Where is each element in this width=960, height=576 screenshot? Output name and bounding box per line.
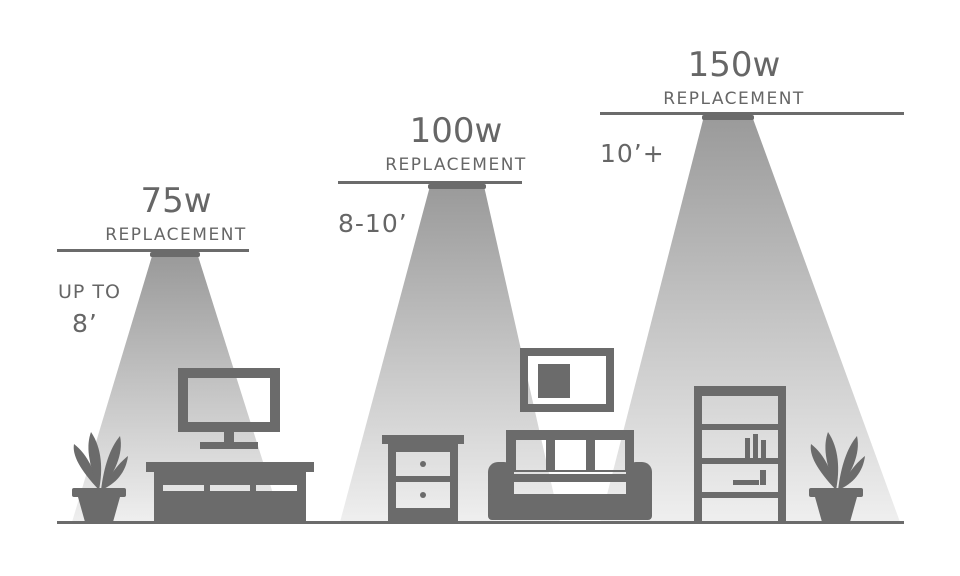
light-fixture-75w (150, 252, 200, 257)
replacement-label-100w: REPLACEMENT (385, 155, 527, 175)
replacement-label-150w: REPLACEMENT (663, 89, 805, 109)
ceiling-line-150w (600, 112, 904, 115)
wall-frame-icon (520, 348, 614, 412)
light-fixture-150w (702, 115, 754, 120)
floor-line (57, 521, 904, 524)
light-fixture-100w (428, 184, 486, 189)
tv-icon (178, 368, 280, 449)
ceiling-height-label-150w: 10’+ (600, 139, 665, 168)
light-beam-75w (72, 256, 282, 522)
wattage-label-75w: 75w (140, 181, 211, 221)
light-beam-150w (600, 116, 900, 522)
wattage-label-100w: 100w (410, 111, 503, 151)
bookshelf-icon (694, 386, 786, 522)
ceiling-line-75w (57, 249, 249, 252)
sofa-icon (488, 430, 652, 520)
replacement-label-75w: REPLACEMENT (105, 225, 247, 245)
wattage-label-150w: 150w (688, 45, 781, 85)
plant-icon (72, 432, 128, 522)
nightstand-icon (382, 435, 464, 522)
ceiling-height-value-75w: 8’ (72, 309, 98, 338)
ceiling-height-label-100w: 8-10’ (338, 209, 408, 238)
tv-stand-icon (146, 462, 314, 522)
plant-icon-right (809, 432, 865, 522)
ceiling-height-label-75w: UP TO (58, 281, 121, 303)
ceiling-line-100w (338, 181, 522, 184)
